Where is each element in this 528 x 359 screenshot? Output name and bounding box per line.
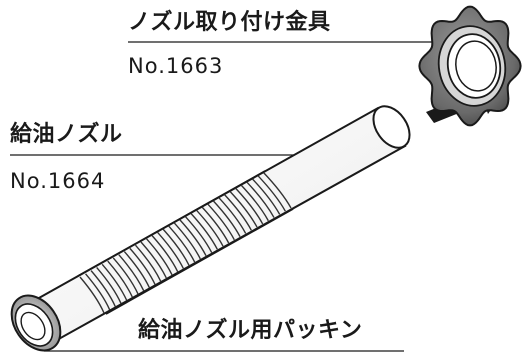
flex-rib xyxy=(240,184,269,222)
flex-rib xyxy=(173,222,201,260)
flex-rib xyxy=(140,241,167,279)
gasket-inner-ring xyxy=(20,311,46,341)
flex-rib xyxy=(234,187,264,225)
flex-rib xyxy=(157,231,184,269)
flex-rib xyxy=(162,228,190,266)
flex-rib xyxy=(134,244,162,282)
flex-rib xyxy=(168,225,196,263)
nozzle-fitting-cap xyxy=(418,5,522,127)
flex-rib xyxy=(101,263,128,301)
cap-number-label: No.1663 xyxy=(128,54,224,78)
flex-rib xyxy=(201,206,230,244)
flex-rib xyxy=(123,251,150,288)
flex-rib xyxy=(218,196,247,234)
flex-rib xyxy=(112,257,139,295)
flex-rib xyxy=(207,203,235,241)
flex-rib xyxy=(195,209,224,247)
flex-rib xyxy=(129,247,156,285)
cap-opening xyxy=(455,40,497,92)
cap-name-label: ノズル取り付け金具 xyxy=(128,10,331,35)
flex-rib xyxy=(107,260,133,298)
flex-rib xyxy=(190,212,218,250)
nozzle-tube xyxy=(28,105,411,342)
nozzle-tube-top-end xyxy=(372,105,411,149)
flex-rib xyxy=(90,270,116,307)
flex-rib xyxy=(229,190,258,228)
nozzle-name-label: 給油ノズル xyxy=(10,122,123,147)
flexible-section-ribs xyxy=(79,171,292,314)
flex-rib xyxy=(146,238,173,276)
flex-rib xyxy=(184,216,213,253)
flex-rib xyxy=(96,266,122,304)
gasket xyxy=(10,294,62,352)
nozzle-number-label: No.1664 xyxy=(10,169,106,193)
gasket-name-label: 給油ノズル用パッキン xyxy=(138,318,363,343)
flex-rib xyxy=(251,177,281,215)
flex-rib xyxy=(262,171,292,209)
flex-rib xyxy=(256,174,286,212)
flex-rib xyxy=(79,276,105,314)
flex-rib xyxy=(179,219,207,257)
flex-rib xyxy=(118,254,145,292)
flex-rib xyxy=(151,235,179,272)
flex-edge-top xyxy=(77,170,266,277)
flex-edge-bottom xyxy=(105,208,294,315)
flex-rib xyxy=(85,273,111,311)
flex-rib xyxy=(223,193,252,231)
flex-rib xyxy=(212,200,241,237)
flex-rib xyxy=(245,181,275,218)
